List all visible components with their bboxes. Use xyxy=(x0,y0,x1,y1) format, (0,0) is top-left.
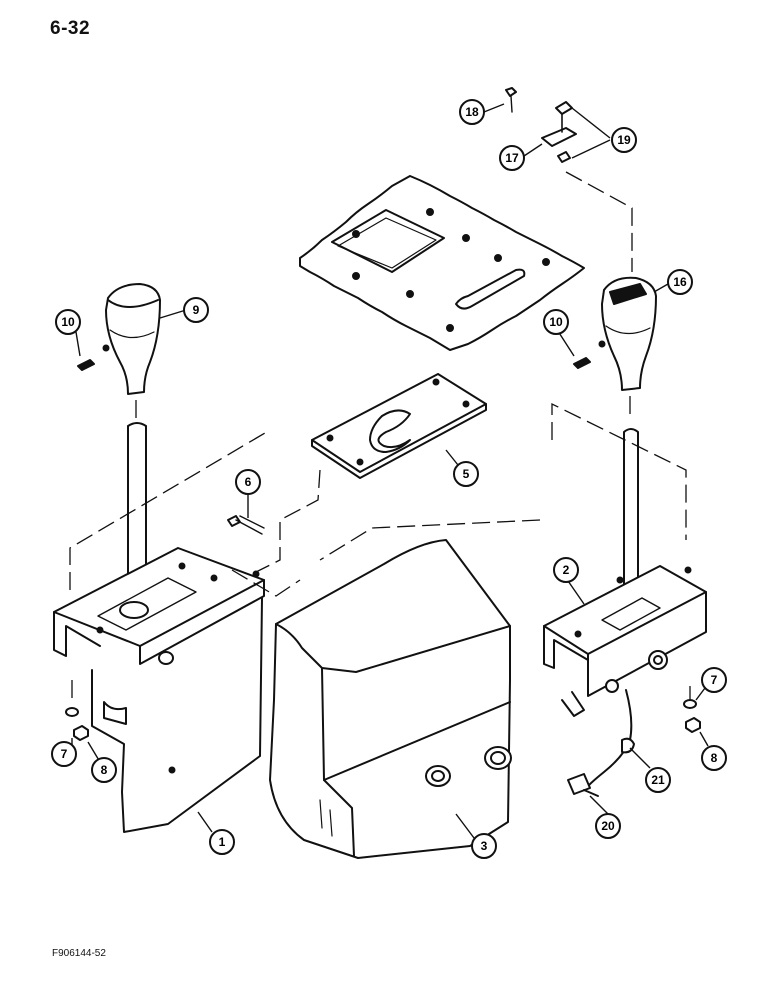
part-10-right-setscrew xyxy=(573,357,591,369)
callout-8-left: 8 xyxy=(91,757,117,783)
svg-text:20: 20 xyxy=(601,819,615,833)
callout-2: 2 xyxy=(553,557,579,583)
callout-10-left: 10 xyxy=(55,309,81,335)
svg-text:18: 18 xyxy=(465,105,479,119)
floor-plate xyxy=(299,175,585,351)
svg-text:7: 7 xyxy=(711,673,718,687)
part-6-bolt xyxy=(227,515,265,535)
part-7-left-washer xyxy=(65,707,79,717)
part-20-connector xyxy=(567,773,599,797)
assembly-lines xyxy=(69,171,691,704)
callout-21: 21 xyxy=(645,767,671,793)
svg-text:17: 17 xyxy=(505,151,519,165)
svg-text:2: 2 xyxy=(563,563,570,577)
callout-20: 20 xyxy=(595,813,621,839)
svg-text:7: 7 xyxy=(61,747,68,761)
callout-7-right: 7 xyxy=(701,667,727,693)
callout-6: 6 xyxy=(235,469,261,495)
part-8-right-nut xyxy=(685,717,701,733)
callout-8-right: 8 xyxy=(701,745,727,771)
part-1-left-bracket xyxy=(53,547,265,833)
callouts: 1 2 3 5 6 7 7 8 8 9 10 10 16 17 18 19 20… xyxy=(51,99,727,859)
part-10-left-setscrew xyxy=(77,359,95,371)
callout-10-right: 10 xyxy=(543,309,569,335)
part-7-right-washer xyxy=(683,699,697,709)
part-5-plate xyxy=(311,373,487,479)
callout-17: 17 xyxy=(499,145,525,171)
page-number: 6-32 xyxy=(50,18,91,39)
svg-text:9: 9 xyxy=(193,303,200,317)
part-9-left-knob xyxy=(102,283,161,395)
svg-text:21: 21 xyxy=(651,773,665,787)
callout-9: 9 xyxy=(183,297,209,323)
part-8-left-nut xyxy=(73,725,89,741)
svg-text:10: 10 xyxy=(61,315,75,329)
callout-16: 16 xyxy=(667,269,693,295)
svg-text:19: 19 xyxy=(617,133,631,147)
svg-text:16: 16 xyxy=(673,275,687,289)
part-16-right-knob xyxy=(598,276,657,391)
callout-1: 1 xyxy=(209,829,235,855)
svg-text:10: 10 xyxy=(549,315,563,329)
part-19-switch xyxy=(555,101,573,163)
part-18-screw xyxy=(505,87,517,113)
callout-19: 19 xyxy=(611,127,637,153)
callout-7-left: 7 xyxy=(51,741,77,767)
callout-3: 3 xyxy=(471,833,497,859)
svg-text:6: 6 xyxy=(245,475,252,489)
part-21-wire-harness xyxy=(587,689,633,787)
callout-18: 18 xyxy=(459,99,485,125)
callout-5: 5 xyxy=(453,461,479,487)
svg-text:8: 8 xyxy=(101,763,108,777)
svg-text:5: 5 xyxy=(463,467,470,481)
part-17-switch-plate xyxy=(541,127,577,147)
svg-text:8: 8 xyxy=(711,751,718,765)
svg-text:1: 1 xyxy=(219,835,226,849)
figure-code: F906144-52 xyxy=(52,948,106,959)
svg-text:3: 3 xyxy=(481,839,488,853)
part-3-console-housing xyxy=(269,539,512,859)
part-2-right-bracket xyxy=(543,565,707,717)
